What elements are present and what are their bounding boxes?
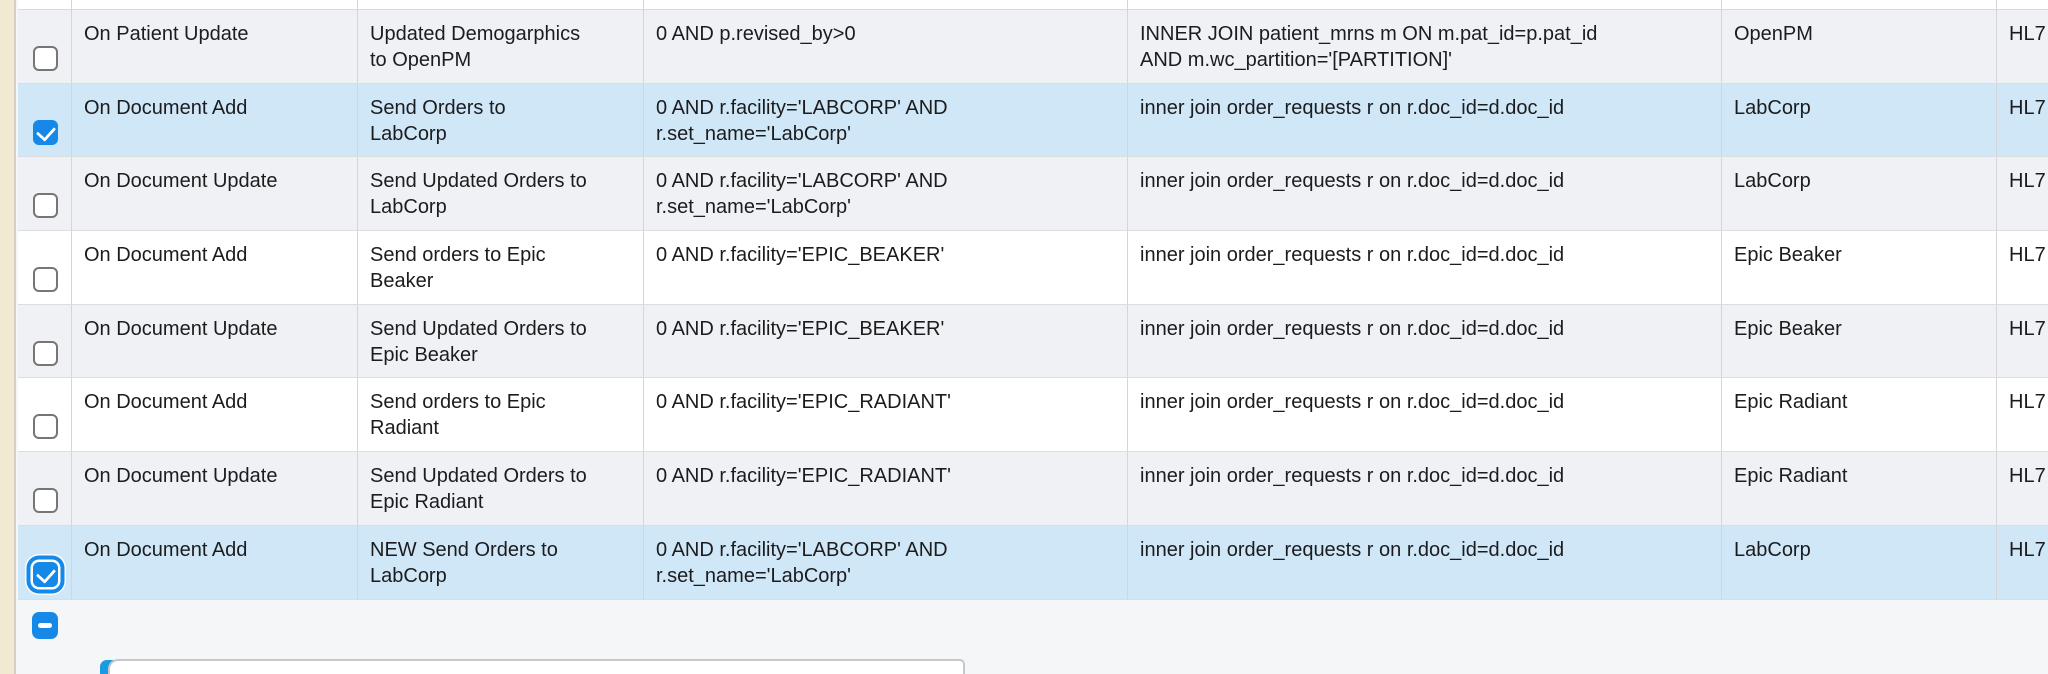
table-row: On Document Add Send Orders to LabCorp 0… (18, 83, 2048, 158)
checkbox-cell (18, 304, 72, 378)
row-checkbox[interactable] (33, 267, 58, 293)
row-checkbox[interactable] (33, 561, 58, 587)
name-cell: Send Orders to LabCorp (358, 83, 644, 157)
event-cell: On Patient Update (72, 10, 358, 83)
row-checkbox[interactable] (33, 46, 58, 71)
minus-icon (38, 623, 52, 628)
row-checkbox[interactable] (33, 193, 58, 219)
checkbox-cell (18, 378, 72, 452)
join-sql-cell: inner join order_requests r on r.doc_id=… (1128, 525, 1722, 599)
table-row: On Document Update Send Updated Orders t… (18, 304, 2048, 379)
name-cell: Updated Demogarphics to OpenPM (358, 10, 644, 83)
checkbox-cell (18, 231, 72, 304)
checkbox-cell (18, 83, 72, 157)
table-row: On Patient Update Updated Demogarphics t… (18, 10, 2048, 84)
join-sql-cell: inner join order_requests r on r.doc_id=… (1128, 304, 1722, 378)
name-cell: Send orders to Epic Radiant (358, 378, 644, 452)
condition-sql-cell: 0 AND p.revised_by>0 (644, 10, 1128, 83)
row-checkbox[interactable] (33, 414, 58, 440)
condition-sql-cell: 0 AND r.facility='EPIC_BEAKER' (644, 304, 1128, 378)
event-cell: On Document Update (72, 157, 358, 231)
join-sql-cell: inner join order_requests r on r.doc_id=… (1128, 452, 1722, 525)
target-cell: LabCorp (1722, 83, 1997, 157)
name-cell: Send Updated Orders to LabCorp (358, 157, 644, 231)
checkbox-cell (18, 452, 72, 525)
bottom-panel (108, 659, 965, 674)
name-cell: Send Updated Orders to Epic Beaker (358, 304, 644, 378)
name-cell: NEW Send Orders to LabCorp (358, 525, 644, 599)
event-cell: On Document Add (72, 378, 358, 452)
row-checkbox[interactable] (33, 488, 58, 514)
protocol-cell: HL7 (2009, 538, 2046, 561)
protocol-cell: HL7 (2009, 465, 2046, 488)
target-cell: Epic Radiant (1722, 452, 1997, 525)
condition-sql-cell: 0 AND r.facility='EPIC_RADIANT' (644, 378, 1128, 452)
checkbox-cell (18, 157, 72, 231)
protocol-cell: HL7 (2009, 96, 2046, 119)
target-cell: LabCorp (1722, 525, 1997, 599)
table-row: On Document Update Send Updated Orders t… (18, 157, 2048, 232)
event-cell: On Document Add (72, 83, 358, 157)
page-gutter (0, 0, 16, 674)
table-row: On Document Add Send orders to Epic Radi… (18, 378, 2048, 453)
collapse-row-button[interactable] (32, 612, 58, 639)
condition-sql-cell: 0 AND r.facility='LABCORP' AND r.set_nam… (644, 83, 1128, 157)
row-checkbox[interactable] (33, 340, 58, 366)
checkbox-cell (18, 525, 72, 599)
triggers-table-body: On Patient Update Updated Demogarphics t… (18, 10, 2048, 600)
name-cell: Send Updated Orders to Epic Radiant (358, 452, 644, 525)
join-sql-cell: INNER JOIN patient_mrns m ON m.pat_id=p.… (1128, 10, 1722, 83)
condition-sql-cell: 0 AND r.facility='LABCORP' AND r.set_nam… (644, 157, 1128, 231)
row-checkbox[interactable] (33, 119, 58, 145)
protocol-cell: HL7 (2009, 317, 2046, 340)
target-cell: LabCorp (1722, 157, 1997, 231)
clipped-row-sliver (18, 0, 2048, 10)
protocol-cell: HL7 (2009, 391, 2046, 414)
condition-sql-cell: 0 AND r.facility='EPIC_RADIANT' (644, 452, 1128, 525)
target-cell: Epic Radiant (1722, 378, 1997, 452)
target-cell: Epic Beaker (1722, 304, 1997, 378)
table-row: On Document Add Send orders to Epic Beak… (18, 231, 2048, 305)
join-sql-cell: inner join order_requests r on r.doc_id=… (1128, 83, 1722, 157)
checkbox-cell (18, 10, 72, 83)
target-cell: Epic Beaker (1722, 231, 1997, 304)
event-cell: On Document Add (72, 525, 358, 599)
join-sql-cell: inner join order_requests r on r.doc_id=… (1128, 157, 1722, 231)
join-sql-cell: inner join order_requests r on r.doc_id=… (1128, 378, 1722, 452)
protocol-cell: HL7 (2009, 170, 2046, 193)
triggers-table: On Patient Update Updated Demogarphics t… (18, 0, 2048, 600)
protocol-cell: HL7 (2009, 244, 2046, 267)
event-cell: On Document Add (72, 231, 358, 304)
join-sql-cell: inner join order_requests r on r.doc_id=… (1128, 231, 1722, 304)
target-cell: OpenPM (1722, 10, 1997, 83)
name-cell: Send orders to Epic Beaker (358, 231, 644, 304)
condition-sql-cell: 0 AND r.facility='LABCORP' AND r.set_nam… (644, 525, 1128, 599)
condition-sql-cell: 0 AND r.facility='EPIC_BEAKER' (644, 231, 1128, 304)
table-row: On Document Update Send Updated Orders t… (18, 452, 2048, 526)
event-cell: On Document Update (72, 452, 358, 525)
event-cell: On Document Update (72, 304, 358, 378)
protocol-cell: HL7 (2009, 23, 2046, 45)
table-row: On Document Add NEW Send Orders to LabCo… (18, 525, 2048, 600)
